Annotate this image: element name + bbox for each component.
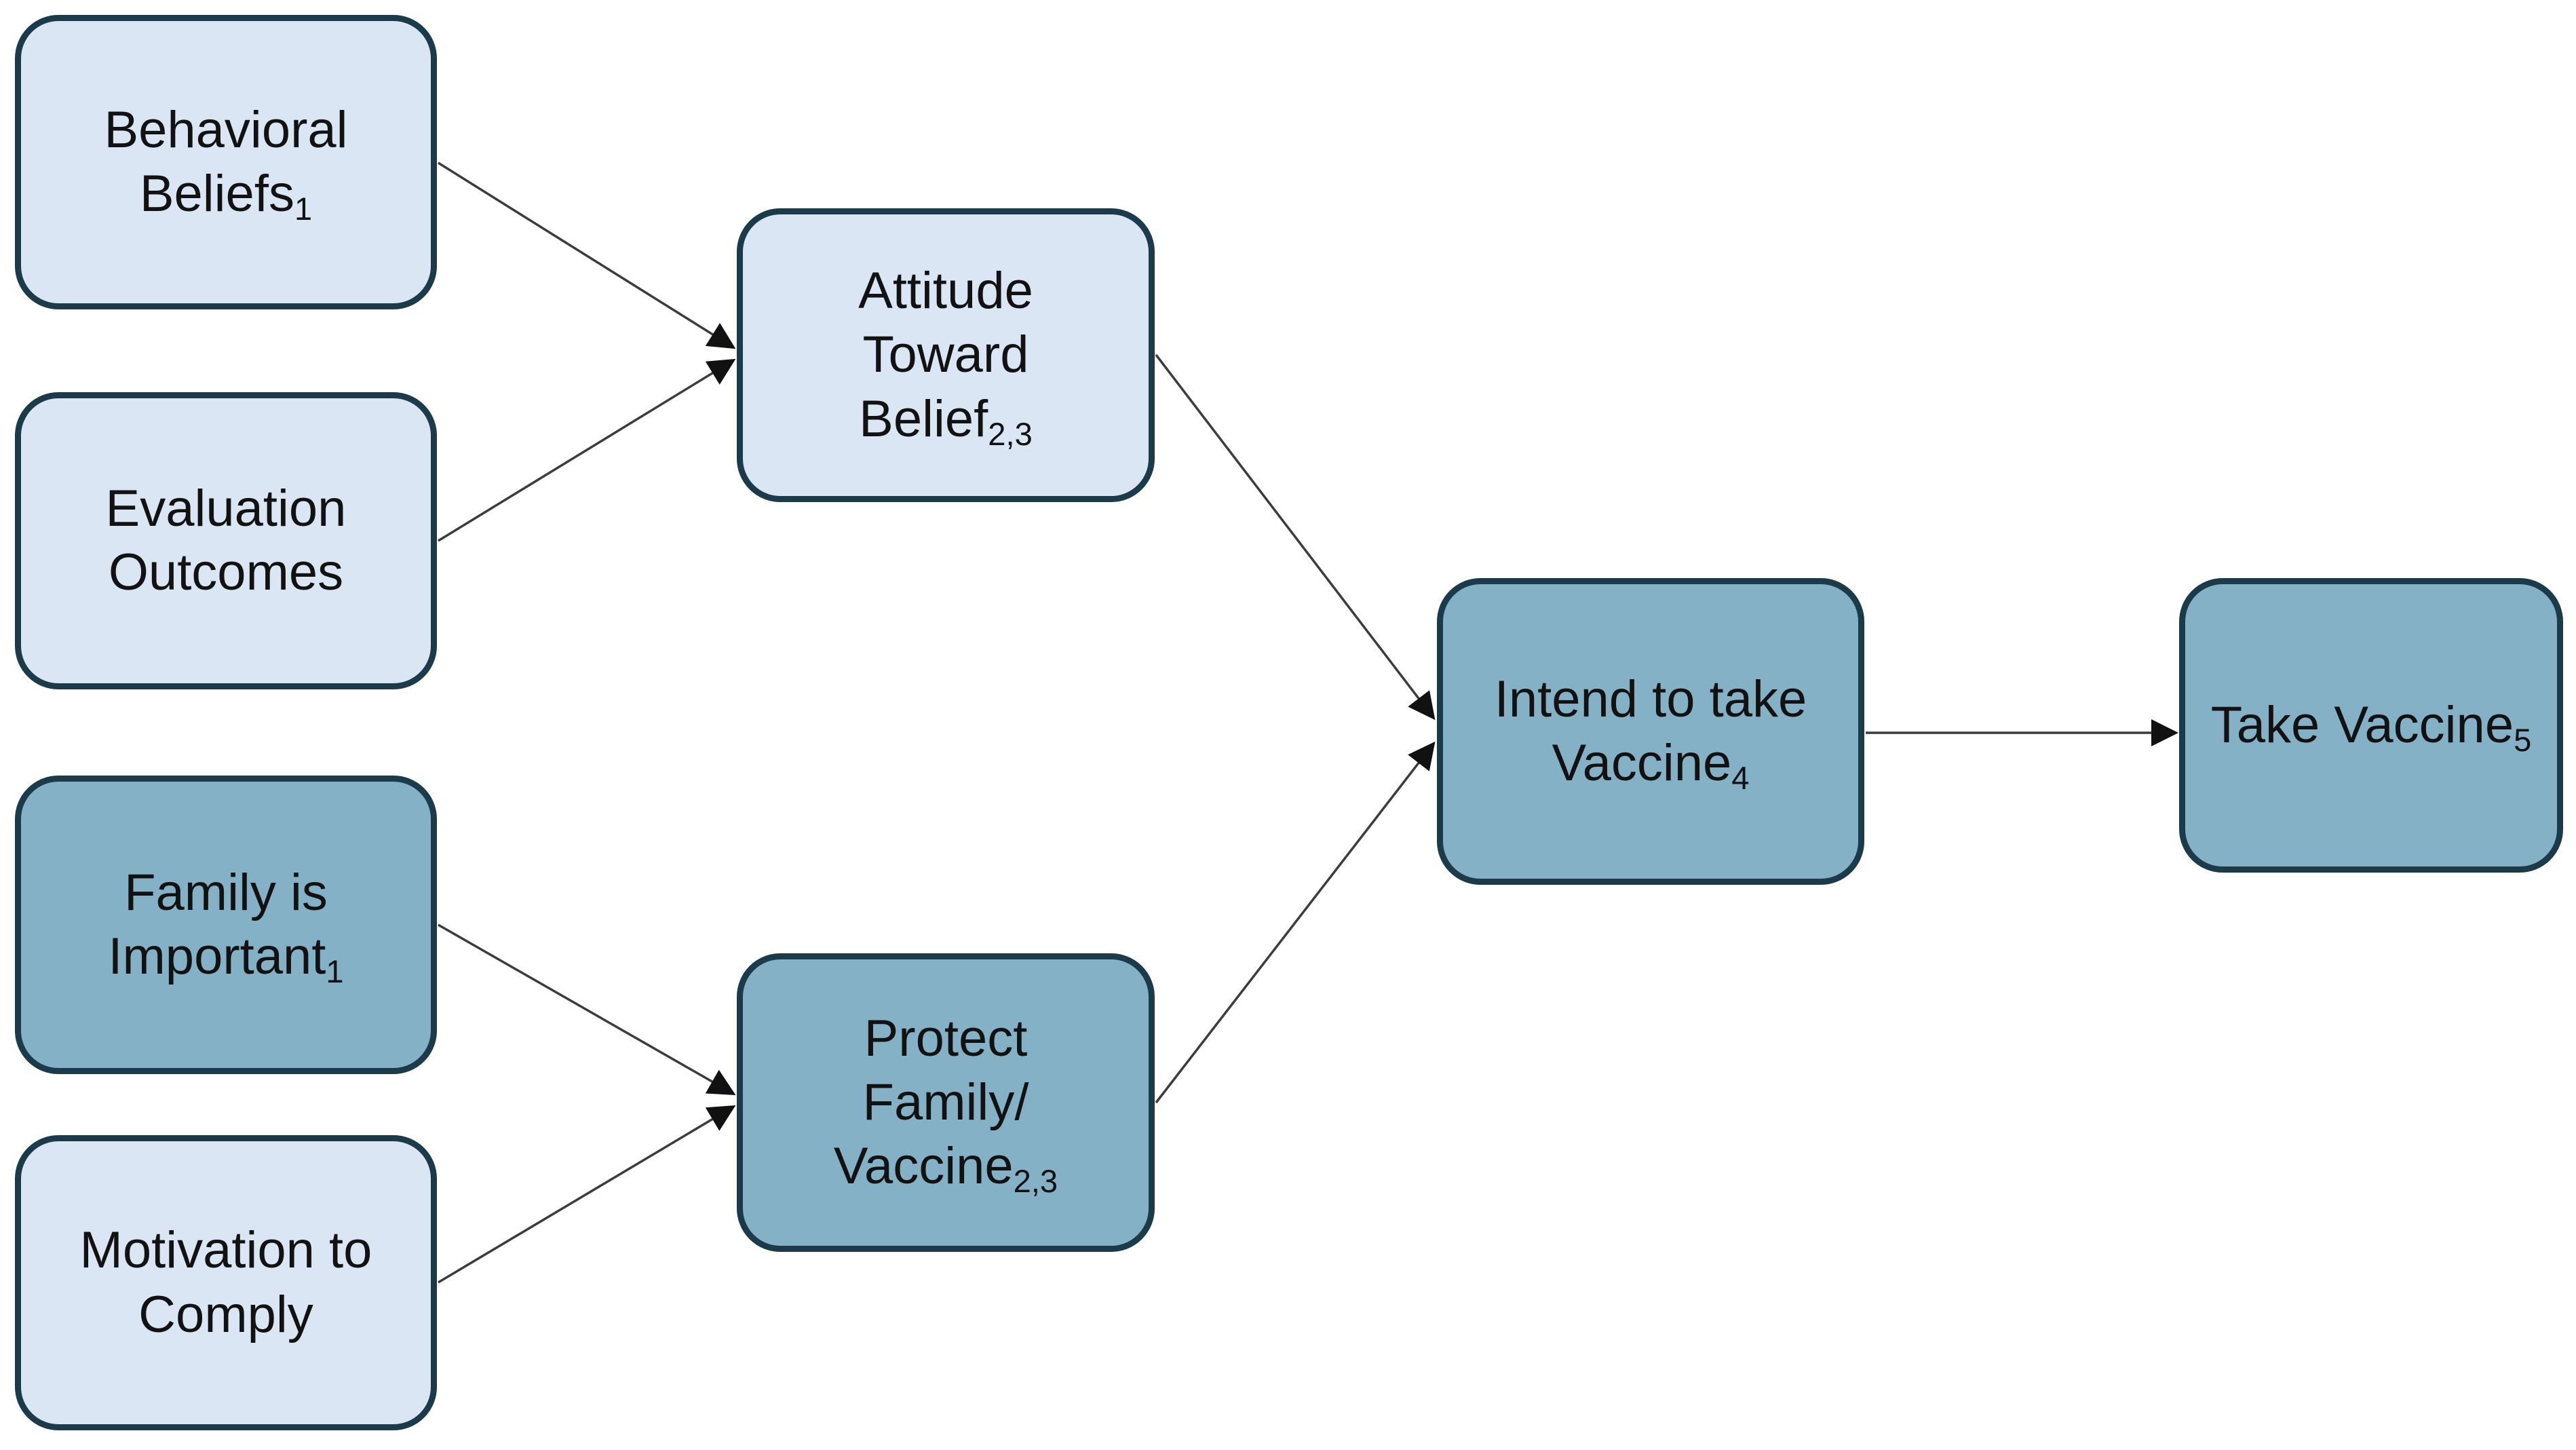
subscript: 2,3	[1013, 1163, 1058, 1200]
connector-family-is-important-to-protect-family-vaccine	[438, 923, 736, 1095]
connector-attitude-toward-belief-to-intend-to-take-vaccine	[1155, 354, 1436, 721]
node-label-text: Comply	[138, 1285, 313, 1343]
node-label-text: Vaccine	[833, 1137, 1014, 1196]
node-take-vaccine: Take Vaccine5	[2179, 578, 2563, 873]
node-label-text: Intend to take	[1494, 670, 1807, 728]
node-label-line: Belief2,3	[858, 387, 1033, 451]
node-label-text: Family is	[124, 863, 328, 921]
node-label-line: Behavioral	[104, 98, 347, 162]
node-label-text: Outcomes	[108, 543, 344, 601]
node-label-line: Toward	[858, 323, 1033, 387]
node-label-line: Beliefs1	[104, 162, 347, 226]
node-label-line: Evaluation	[106, 477, 347, 541]
subscript: 4	[1731, 760, 1750, 797]
node-label-line: Important1	[108, 925, 343, 989]
node-label-text: Vaccine	[1552, 734, 1732, 792]
connector-behavioral-beliefs-to-attitude-toward-belief	[438, 161, 736, 349]
node-label-line: Vaccine2,3	[834, 1134, 1058, 1198]
node-label-line: Protect	[834, 1007, 1058, 1071]
connector-protect-family-vaccine-to-intend-to-take-vaccine	[1155, 741, 1436, 1104]
node-label-text: Toward	[862, 326, 1029, 384]
node-label-text: Beliefs	[139, 165, 294, 223]
node-label-text: Evaluation	[105, 479, 347, 537]
node-label-text: Family/	[862, 1073, 1029, 1131]
node-label-line: Attitude	[858, 259, 1033, 323]
node-label-line: Vaccine4	[1495, 731, 1807, 795]
node-label-line: Motivation to	[80, 1219, 372, 1282]
subscript: 2,3	[988, 415, 1033, 452]
node-label-line: Outcomes	[106, 541, 347, 605]
node-label-text: Behavioral	[104, 100, 348, 159]
connector-evaluation-outcomes-to-attitude-toward-belief	[438, 358, 736, 542]
subscript: 1	[294, 191, 313, 227]
node-label-line: Family/	[834, 1071, 1058, 1134]
node-label-line: Comply	[80, 1283, 372, 1347]
subscript: 1	[326, 953, 344, 990]
node-label-text: Protect	[864, 1009, 1028, 1067]
node-label-text: Attitude	[858, 262, 1033, 320]
node-label-text: Motivation to	[79, 1221, 372, 1280]
node-label-line: Family is	[108, 861, 343, 925]
node-label-text: Take Vaccine	[2210, 695, 2514, 754]
subscript: 5	[2514, 722, 2532, 759]
node-label-text: Important	[108, 928, 326, 985]
node-label-text: Belief	[859, 389, 988, 448]
connector-motivation-to-comply-to-protect-family-vaccine	[438, 1105, 736, 1284]
node-label-line: Intend to take	[1495, 668, 1807, 731]
node-label: Take Vaccine5	[2211, 693, 2532, 757]
node-label-line: Take Vaccine5	[2211, 693, 2532, 757]
